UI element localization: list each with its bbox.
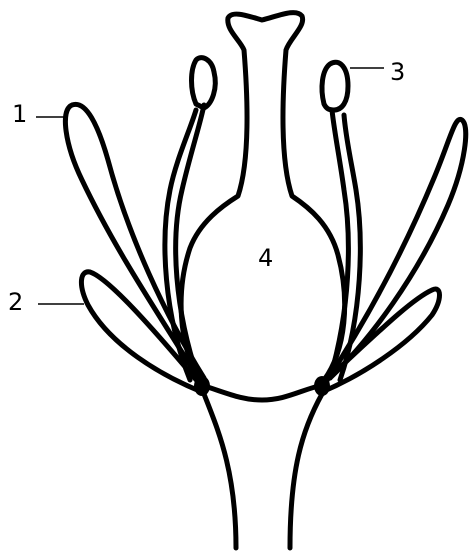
label-4: 4 (258, 244, 273, 272)
pedicel-right-edge (290, 394, 322, 548)
label-2: 2 (8, 288, 23, 316)
pedicel-left-edge (204, 394, 236, 548)
label-1: 1 (12, 100, 27, 128)
pistil (181, 13, 345, 380)
label-3: 3 (390, 58, 405, 86)
receptacle (198, 384, 326, 400)
left-anther (192, 58, 216, 108)
right-anther (322, 62, 348, 110)
